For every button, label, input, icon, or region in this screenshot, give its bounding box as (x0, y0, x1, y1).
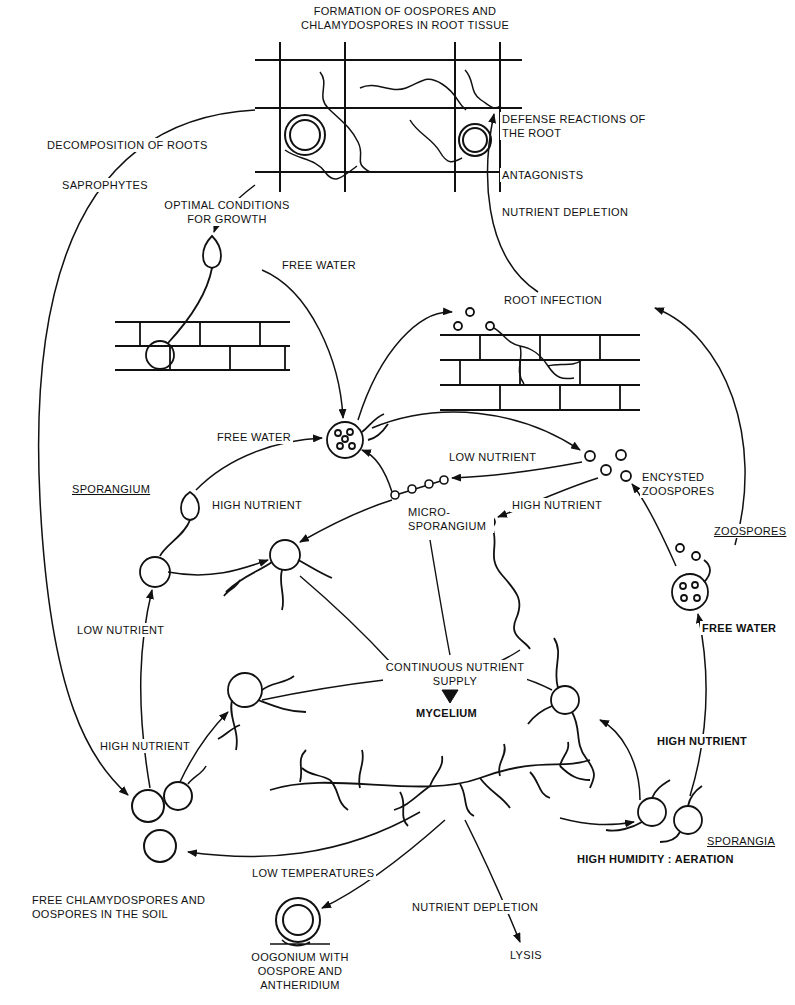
cycle-label: LOW NUTRIENT (447, 450, 538, 464)
cycle-label: ZOOSPORES (712, 524, 788, 538)
cycle-label: DECOMPOSITION OF ROOTS (45, 138, 210, 152)
cycle-label: HIGH NUTRIENT (98, 739, 192, 753)
cycle-label: HIGH NUTRIENT (510, 498, 604, 512)
germinating-sporangium-root (115, 236, 290, 370)
microsporangium (391, 476, 448, 499)
cycle-label: SPORANGIUM (70, 482, 152, 496)
zoosporangium (672, 544, 710, 610)
cycle-label: SPORANGIA (705, 834, 777, 848)
cycle-label: ENCYSTED ZOOSPORES (640, 470, 729, 498)
cycle-label: MYCELIUM (414, 706, 479, 720)
cycle-label: HIGH NUTRIENT (655, 734, 749, 748)
cycle-label: LOW NUTRIENT (75, 623, 166, 637)
root-tissue-infection (440, 308, 640, 410)
cycle-arrows (39, 110, 745, 942)
cycle-label: FREE WATER (700, 621, 778, 635)
germinating-spore (224, 540, 332, 610)
cycle-label: OPTIMAL CONDITIONS FOR GROWTH (150, 198, 304, 226)
cycle-label: OOGONIUM WITH OOSPORE AND ANTHERIDIUM (228, 950, 372, 992)
chlamydospores (132, 766, 206, 862)
oogonium (270, 898, 330, 946)
cycle-label: LYSIS (508, 948, 544, 962)
cycle-label: FREE WATER (280, 258, 358, 272)
cycle-label: DEFENSE REACTIONS OF THE ROOT (500, 112, 654, 140)
converging-lines (262, 540, 552, 700)
cycle-label: ROOT INFECTION (502, 293, 604, 307)
encysted-zoospores (585, 450, 631, 481)
cycle-label: MICRO- SPORANGIUM (406, 505, 494, 533)
germinating-cyst (485, 517, 530, 649)
germinating-spore-lower (218, 673, 306, 750)
big-arrow (442, 690, 458, 703)
cycle-label: LOW TEMPERATURES (250, 866, 376, 880)
cycle-label: HIGH HUMIDITY : AERATION (575, 852, 736, 866)
cycle-label: HIGH NUTRIENT (210, 498, 304, 512)
cycle-label: FORMATION OF OOSPORES AND CHLAMYDOSPORES… (272, 4, 538, 32)
cycle-label: NUTRIENT DEPLETION (410, 900, 540, 914)
root-tissue-top (255, 42, 522, 192)
cycle-label: ANTAGONISTS (500, 168, 585, 182)
cycle-label: FREE CHLAMYDOSPORES AND OOSPORES IN THE … (30, 893, 274, 921)
mycelium (270, 742, 590, 826)
zoospore-vesicle (327, 414, 388, 458)
cycle-label: NUTRIENT DEPLETION (500, 205, 630, 219)
cycle-label: SAPROPHYTES (60, 178, 150, 192)
cycle-label: CONTINUOUS NUTRIENT SUPPLY (383, 660, 527, 688)
cycle-label: FREE WATER (215, 430, 293, 444)
sporangia (606, 780, 702, 842)
